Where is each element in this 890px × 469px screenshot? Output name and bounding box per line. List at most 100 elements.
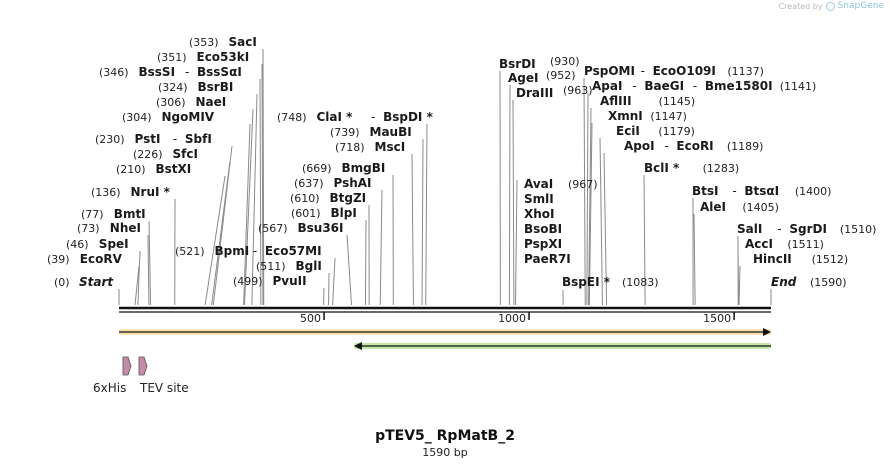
enzyme-btsi: BtsI bbox=[692, 184, 719, 198]
site-separator: - bbox=[693, 79, 697, 93]
enzyme-sfci: SfcI bbox=[173, 147, 198, 161]
enzyme-bgli: BglI bbox=[296, 259, 322, 273]
enzyme-smli: SmlI bbox=[524, 192, 554, 206]
snapgene-logo-icon bbox=[825, 1, 835, 11]
site-position-pvuii: (499) bbox=[233, 275, 263, 288]
leader-ecii bbox=[599, 137, 603, 306]
forward-arrow-head bbox=[763, 328, 771, 336]
enzyme-clai: ClaI * bbox=[317, 110, 354, 124]
feature-6xhis-shape bbox=[122, 356, 132, 376]
site-position-bsssi: (346) bbox=[99, 66, 129, 79]
enzyme-msci: MscI bbox=[375, 140, 406, 154]
site-position-bmgbi: (669) bbox=[302, 162, 332, 175]
site-position-btgzi: (610) bbox=[290, 192, 320, 205]
enzyme-eco57mi: Eco57MI bbox=[265, 244, 322, 258]
enzyme-sali: SalI bbox=[737, 222, 762, 236]
enzyme-hincii: HincII bbox=[753, 252, 792, 266]
enzyme-apai: ApaI bbox=[592, 79, 622, 93]
leader-pshai bbox=[379, 189, 383, 306]
enzyme-avai: AvaI bbox=[524, 177, 553, 191]
enzyme-bts-i: BtsαI bbox=[744, 184, 779, 198]
leader-afliii bbox=[588, 107, 592, 306]
site-position-afliii: (1145) bbox=[659, 95, 696, 108]
leader-avai bbox=[515, 179, 518, 306]
leader-bmti bbox=[148, 220, 152, 306]
enzyme-ecii: EciI bbox=[616, 124, 640, 138]
leader-clai bbox=[425, 123, 428, 306]
features: 6xHis TEV site bbox=[93, 356, 189, 395]
tick-label-500: 500 bbox=[300, 312, 321, 325]
enzyme-bspdi: BspDI * bbox=[383, 110, 433, 124]
enzyme-agei: AgeI bbox=[508, 71, 538, 85]
site-position-bpmi: (521) bbox=[175, 245, 205, 258]
leader-draiii bbox=[512, 99, 515, 306]
site-position-msci: (718) bbox=[335, 141, 365, 154]
site-position-bspei: (1083) bbox=[622, 276, 659, 289]
enzyme-nhei: NheI bbox=[110, 221, 141, 235]
enzyme-ecorv: EcoRV bbox=[80, 252, 123, 266]
leader-sfci bbox=[211, 160, 231, 306]
enzyme-bmgbi: BmgBI bbox=[342, 161, 386, 175]
sequence-backbone bbox=[119, 306, 771, 313]
enzyme-bsrbi: BsrBI bbox=[198, 80, 234, 94]
site-separator: - bbox=[777, 222, 781, 236]
map-title: pTEV5_ RpMatB_2 bbox=[375, 428, 515, 444]
leader-maubi bbox=[421, 138, 424, 306]
tick-label-1000: 1000 bbox=[498, 312, 526, 325]
site-position-avai: (967) bbox=[568, 178, 598, 191]
enzyme-baegi: BaeGI bbox=[644, 79, 684, 93]
site-position-bgli: (511) bbox=[256, 260, 286, 273]
ruler-ticks: 500 1000 1500 bbox=[300, 312, 735, 325]
enzyme-apoi: ApoI bbox=[624, 139, 655, 153]
reverse-arrow-head bbox=[353, 342, 362, 350]
enzyme-acci: AccI bbox=[745, 237, 773, 251]
feature-arrows bbox=[119, 328, 771, 350]
leader-agei bbox=[508, 84, 511, 306]
site-position-saci: (353) bbox=[189, 36, 219, 49]
site-position-spei: (46) bbox=[66, 238, 89, 251]
leader-pspomi bbox=[583, 77, 586, 306]
start-position: (0) bbox=[54, 276, 70, 289]
enzyme-bmti: BmtI bbox=[114, 207, 146, 221]
enzyme-pvuii: PvuII bbox=[273, 274, 307, 288]
site-position-nhei: (73) bbox=[77, 222, 100, 235]
enzyme-bsssi: BssSI bbox=[139, 65, 176, 79]
feature-6xhis-label: 6xHis bbox=[93, 381, 126, 395]
site-position-clai: (748) bbox=[277, 111, 307, 124]
site-separator: - bbox=[641, 64, 645, 78]
enzyme-blpi: BlpI bbox=[331, 206, 357, 220]
watermark-prefix: Created by bbox=[778, 1, 823, 11]
enzyme-labels: (353)SacI(351)Eco53kI(346)BssSI-BssSαI(3… bbox=[47, 35, 876, 289]
enzyme-bpmi: BpmI bbox=[215, 244, 250, 258]
leader-bsssi bbox=[259, 78, 262, 306]
site-position-acci: (1511) bbox=[787, 238, 824, 251]
site-position-apai: (1141) bbox=[780, 80, 817, 93]
leader-spei bbox=[137, 250, 141, 306]
enzyme-bspei: BspEI * bbox=[562, 275, 611, 289]
end-position: (1590) bbox=[810, 276, 847, 289]
site-separator: - bbox=[732, 184, 736, 198]
site-position-agei: (952) bbox=[546, 69, 576, 82]
tick-label-1500: 1500 bbox=[703, 312, 731, 325]
site-position-btsi: (1400) bbox=[795, 185, 832, 198]
enzyme-sbfi: SbfI bbox=[185, 132, 212, 146]
enzyme-bsrdi: BsrDI bbox=[499, 57, 536, 71]
enzyme-bsobi: BsoBI bbox=[524, 222, 562, 236]
site-position-bsu36i: (567) bbox=[258, 222, 288, 235]
leader-bstxi bbox=[204, 175, 226, 306]
site-position-ecii: (1179) bbox=[658, 125, 695, 138]
feature-tev-site-label: TEV site bbox=[139, 381, 189, 395]
enzyme-eco53ki: Eco53kI bbox=[197, 50, 250, 64]
site-position-bsrdi: (930) bbox=[550, 55, 580, 68]
leader-apai bbox=[586, 92, 589, 306]
site-position-ngomiv: (304) bbox=[122, 111, 152, 124]
enzyme-pshai: PshAI bbox=[334, 176, 372, 190]
site-position-pshai: (637) bbox=[294, 177, 324, 190]
enzyme-btgzi: BtgZI bbox=[330, 191, 367, 205]
site-position-pspomi: (1137) bbox=[727, 65, 764, 78]
enzyme-pspxi: PspXI bbox=[524, 237, 562, 251]
site-separator: - bbox=[632, 79, 636, 93]
site-separator: - bbox=[371, 110, 375, 124]
leader-ecorv bbox=[134, 265, 140, 306]
